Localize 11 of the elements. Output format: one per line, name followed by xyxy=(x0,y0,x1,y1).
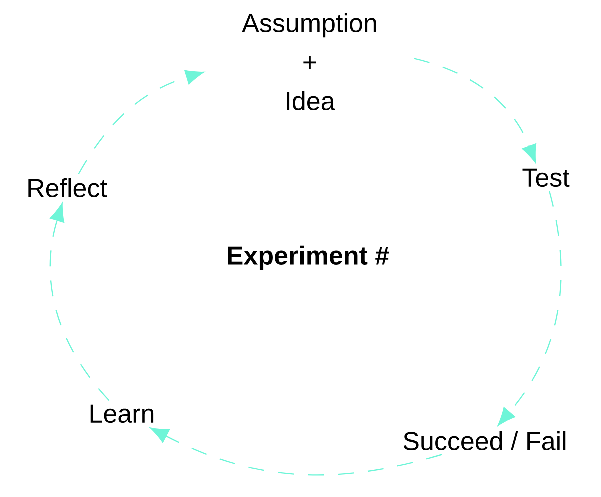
cycle-arrow xyxy=(78,70,204,175)
step-label: Test xyxy=(522,168,570,188)
cycle-arrow xyxy=(498,191,562,426)
step-label: Assumption + Idea xyxy=(242,13,376,111)
cycle-arrow xyxy=(414,58,537,164)
cycle-arrow xyxy=(50,203,110,402)
center-title: Experiment # xyxy=(228,246,390,270)
step-label: Succeed / Fail xyxy=(404,431,566,451)
step-label: Learn xyxy=(90,404,154,424)
step-label: Reflect xyxy=(28,178,108,198)
cycle-arrow xyxy=(150,428,442,476)
